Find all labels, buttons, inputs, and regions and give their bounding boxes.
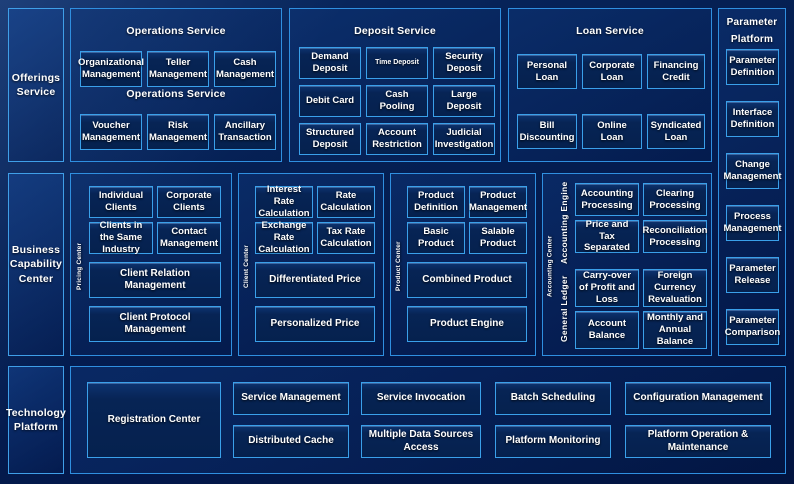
cell-corporate-clients[interactable]: Corporate Clients (157, 186, 221, 218)
group-parameter-platform[interactable]: Parameter Platform Parameter Definition … (718, 8, 786, 356)
cell-accounting-processing[interactable]: Accounting Processing (575, 183, 639, 216)
cell-risk-management[interactable]: Risk Management (147, 114, 209, 150)
side-label-accounting-engine: Accounting Engine (559, 181, 569, 265)
cell-parameter-comparison[interactable]: Parameter Comparison (725, 309, 780, 345)
cell-cash-management[interactable]: Cash Management (214, 51, 276, 87)
group-title-operations-service: Operations Service (126, 25, 226, 37)
cell-teller-management[interactable]: Teller Management (147, 51, 209, 87)
cell-interest-rate-calculation[interactable]: Interest Rate Calculation (255, 184, 313, 219)
cell-product-engine[interactable]: Product Engine (407, 306, 527, 342)
group-client-center[interactable]: Client Center Interest Rate Calculation … (238, 173, 384, 356)
group-loan-service[interactable]: Loan Service Personal Loan Corporate Loa… (508, 8, 712, 162)
group-title-loan-service: Loan Service (576, 25, 644, 37)
side-label-general-ledger: General Ledger (559, 275, 569, 343)
cell-demand-deposit[interactable]: Demand Deposit (299, 47, 361, 79)
cell-cash-pooling[interactable]: Cash Pooling (366, 85, 428, 117)
cell-platform-monitoring[interactable]: Platform Monitoring (495, 425, 611, 458)
cell-tax-rate-calculation[interactable]: Tax Rate Calculation (317, 222, 375, 254)
cell-client-protocol-management[interactable]: Client Protocol Management (89, 306, 221, 342)
cell-carry-over-of-profit-and-loss[interactable]: Carry-over of Profit and Loss (575, 269, 639, 307)
cell-configuration-management[interactable]: Configuration Management (625, 382, 771, 415)
cell-distributed-cache[interactable]: Distributed Cache (233, 425, 349, 458)
cell-rate-calculation[interactable]: Rate Calculation (317, 186, 375, 218)
cell-change-management[interactable]: Change Management (723, 153, 782, 189)
stage-label-business-capability-center: Business Capability Center (8, 173, 64, 356)
cell-product-management[interactable]: Product Management (469, 186, 527, 218)
stage-label-text: Business Capability Center (9, 244, 63, 285)
cell-differentiated-price[interactable]: Differentiated Price (255, 262, 375, 298)
cell-client-relation-management[interactable]: Client Relation Management (89, 262, 221, 298)
cell-contact-management[interactable]: Contact Management (157, 222, 221, 254)
group-pricing-center[interactable]: Pricing Center Individual Clients Corpor… (70, 173, 232, 356)
cell-voucher-management[interactable]: Voucher Management (80, 114, 142, 150)
group-accounting-center[interactable]: Accounting Center Accounting Engine Gene… (542, 173, 712, 356)
group-operations-service[interactable]: Operations Service Operations Service Or… (70, 8, 282, 162)
stage-label-text: Technology Platform (5, 406, 67, 433)
cell-large-deposit[interactable]: Large Deposit (433, 85, 495, 117)
side-label-pricing-center: Pricing Center (76, 242, 83, 291)
cell-batch-scheduling[interactable]: Batch Scheduling (495, 382, 611, 415)
cell-parameter-release[interactable]: Parameter Release (726, 257, 779, 293)
cell-parameter-definition[interactable]: Parameter Definition (726, 49, 779, 85)
cell-debit-card[interactable]: Debit Card (299, 85, 361, 117)
cell-time-deposit[interactable]: Time Deposit (366, 47, 428, 79)
cell-ancillary-transaction[interactable]: Ancillary Transaction (214, 114, 276, 150)
cell-service-management[interactable]: Service Management (233, 382, 349, 415)
cell-judicial-investigation[interactable]: Judicial Investigation (433, 123, 495, 155)
cell-interface-definition[interactable]: Interface Definition (726, 101, 779, 137)
stage-label-text: Offerings Service (11, 71, 61, 98)
parameter-platform-title-line2: Platform (730, 34, 774, 45)
cell-combined-product[interactable]: Combined Product (407, 262, 527, 298)
cell-individual-clients[interactable]: Individual Clients (89, 186, 153, 218)
cell-basic-product[interactable]: Basic Product (407, 222, 465, 254)
cell-online-loan[interactable]: Online Loan (582, 114, 642, 149)
cell-bill-discounting[interactable]: Bill Discounting (517, 114, 577, 149)
side-label-accounting-center: Accounting Center (546, 235, 554, 298)
cell-exchange-rate-calculation[interactable]: Exchange Rate Calculation (255, 220, 313, 255)
cell-process-management[interactable]: Process Management (723, 205, 782, 241)
group-title-deposit-service: Deposit Service (354, 25, 436, 37)
stage-label-offerings-service: Offerings Service (8, 8, 64, 162)
cell-platform-operation-maintenance[interactable]: Platform Operation & Maintenance (625, 425, 771, 458)
cell-product-definition[interactable]: Product Definition (407, 186, 465, 218)
side-label-product-center: Product Center (395, 241, 402, 292)
cell-financing-credit[interactable]: Financing Credit (647, 54, 705, 89)
side-label-client-center: Client Center (243, 244, 250, 289)
cell-corporate-loan[interactable]: Corporate Loan (582, 54, 642, 89)
cell-organizational-management[interactable]: Organizational Management (78, 51, 144, 87)
cell-monthly-and-annual-balance[interactable]: Monthly and Annual Balance (643, 311, 707, 349)
group-product-center[interactable]: Product Center Product Definition Produc… (390, 173, 536, 356)
cell-security-deposit[interactable]: Security Deposit (433, 47, 495, 79)
cell-foreign-currency-revaluation[interactable]: Foreign Currency Revaluation (643, 269, 707, 307)
cell-salable-product[interactable]: Salable Product (469, 222, 527, 254)
cell-syndicated-loan[interactable]: Syndicated Loan (647, 114, 705, 149)
cell-account-restriction[interactable]: Account Restriction (366, 123, 428, 155)
cell-account-balance[interactable]: Account Balance (575, 311, 639, 349)
group-subtitle-operations-service: Operations Service (126, 88, 226, 100)
cell-structured-deposit[interactable]: Structured Deposit (299, 123, 361, 155)
parameter-platform-title-line1: Parameter (726, 17, 778, 28)
cell-price-and-tax-separated[interactable]: Price and Tax Separated (575, 219, 639, 253)
stage-label-technology-platform: Technology Platform (5, 366, 67, 474)
cell-multiple-data-sources-access[interactable]: Multiple Data Sources Access (361, 425, 481, 458)
cell-registration-center[interactable]: Registration Center (87, 382, 221, 458)
cell-reconciliation-processing[interactable]: Reconciliation Processing (643, 220, 707, 253)
cell-personalized-price[interactable]: Personalized Price (255, 306, 375, 342)
cell-clearing-processing[interactable]: Clearing Processing (643, 183, 707, 216)
group-deposit-service[interactable]: Deposit Service Demand Deposit Time Depo… (289, 8, 501, 162)
cell-clients-in-the-same-industry[interactable]: Clients in the Same Industry (89, 220, 153, 255)
cell-service-invocation[interactable]: Service Invocation (361, 382, 481, 415)
group-technology-platform[interactable]: Registration Center Service Management S… (70, 366, 786, 474)
cell-personal-loan[interactable]: Personal Loan (517, 54, 577, 89)
